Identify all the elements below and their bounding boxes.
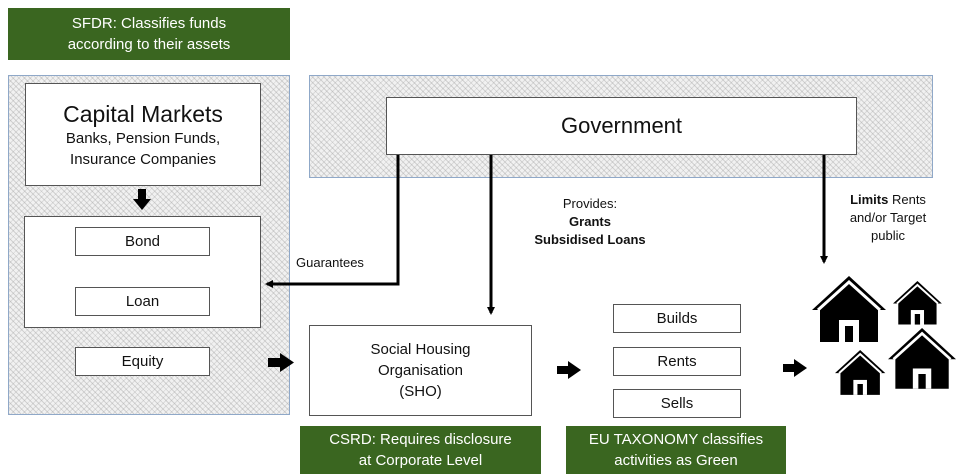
grants-line: Grants <box>515 213 665 231</box>
loan-box: Loan <box>75 287 210 316</box>
sho-to-activities-arrow <box>557 361 581 379</box>
capital-markets-box: Capital Markets Banks, Pension Funds, In… <box>25 83 261 186</box>
limits-line-3: public <box>871 228 905 243</box>
house-icon <box>888 328 956 389</box>
sho-box: Social Housing Organisation (SHO) <box>309 325 532 416</box>
activities-to-houses-arrow <box>783 359 807 377</box>
subsidised-loans-line: Subsidised Loans <box>515 231 665 249</box>
sfdr-note: SFDR: Classifies funds according to thei… <box>8 8 290 60</box>
csrd-note-line-2: at Corporate Level <box>358 452 483 469</box>
eu-taxonomy-line-2: activities as Green <box>614 452 738 469</box>
limits-label: Limits Rents and/or Target public <box>832 191 944 245</box>
sells-box: Sells <box>613 389 741 418</box>
capital-markets-down-arrow <box>133 189 151 210</box>
guarantees-label: Guarantees <box>296 255 364 270</box>
eu-taxonomy-line-1: EU TAXONOMY classifies <box>588 431 764 448</box>
limits-line-1: Limits Rents <box>832 191 944 209</box>
capital-markets-subtitle-1: Banks, Pension Funds, <box>65 129 221 147</box>
sfdr-note-line-2: according to their assets <box>67 36 231 53</box>
equity-box: Equity <box>75 347 210 376</box>
csrd-note: CSRD: Requires disclosure at Corporate L… <box>300 426 541 474</box>
equity-to-sho-arrow <box>268 353 294 372</box>
sho-line-1: Social Housing <box>370 341 471 358</box>
house-icon <box>835 350 886 395</box>
sho-line-3: (SHO) <box>399 383 442 400</box>
house-icon <box>893 281 942 325</box>
sells-label: Sells <box>660 395 694 412</box>
eu-taxonomy-note: EU TAXONOMY classifies activities as Gre… <box>566 426 786 474</box>
bond-box: Bond <box>75 227 210 256</box>
sho-line-2: Organisation <box>377 362 464 379</box>
limits-rest-text: Rents <box>888 192 926 207</box>
loan-label: Loan <box>125 293 160 310</box>
bond-label: Bond <box>124 233 161 250</box>
house-icon <box>812 276 886 342</box>
builds-label: Builds <box>656 310 698 327</box>
capital-markets-title: Capital Markets <box>63 100 223 127</box>
grants-text: Grants <box>569 214 611 229</box>
csrd-note-line-1: CSRD: Requires disclosure <box>329 431 512 448</box>
government-label: Government <box>560 113 683 138</box>
government-box: Government <box>386 97 857 155</box>
equity-label: Equity <box>121 353 164 370</box>
builds-box: Builds <box>613 304 741 333</box>
rents-label: Rents <box>657 353 697 370</box>
provides-label: Provides: Grants Subsidised Loans <box>515 195 665 249</box>
limits-bold-text: Limits <box>850 192 889 207</box>
rents-box: Rents <box>613 347 741 376</box>
provides-line: Provides: <box>562 196 618 211</box>
guarantees-arrow <box>265 155 400 288</box>
capital-markets-subtitle-2: Insurance Companies <box>70 150 216 168</box>
limits-line-2: and/or Target <box>849 210 927 225</box>
subsidised-loans-text: Subsidised Loans <box>534 232 646 247</box>
sfdr-note-line-1: SFDR: Classifies funds <box>71 15 227 32</box>
